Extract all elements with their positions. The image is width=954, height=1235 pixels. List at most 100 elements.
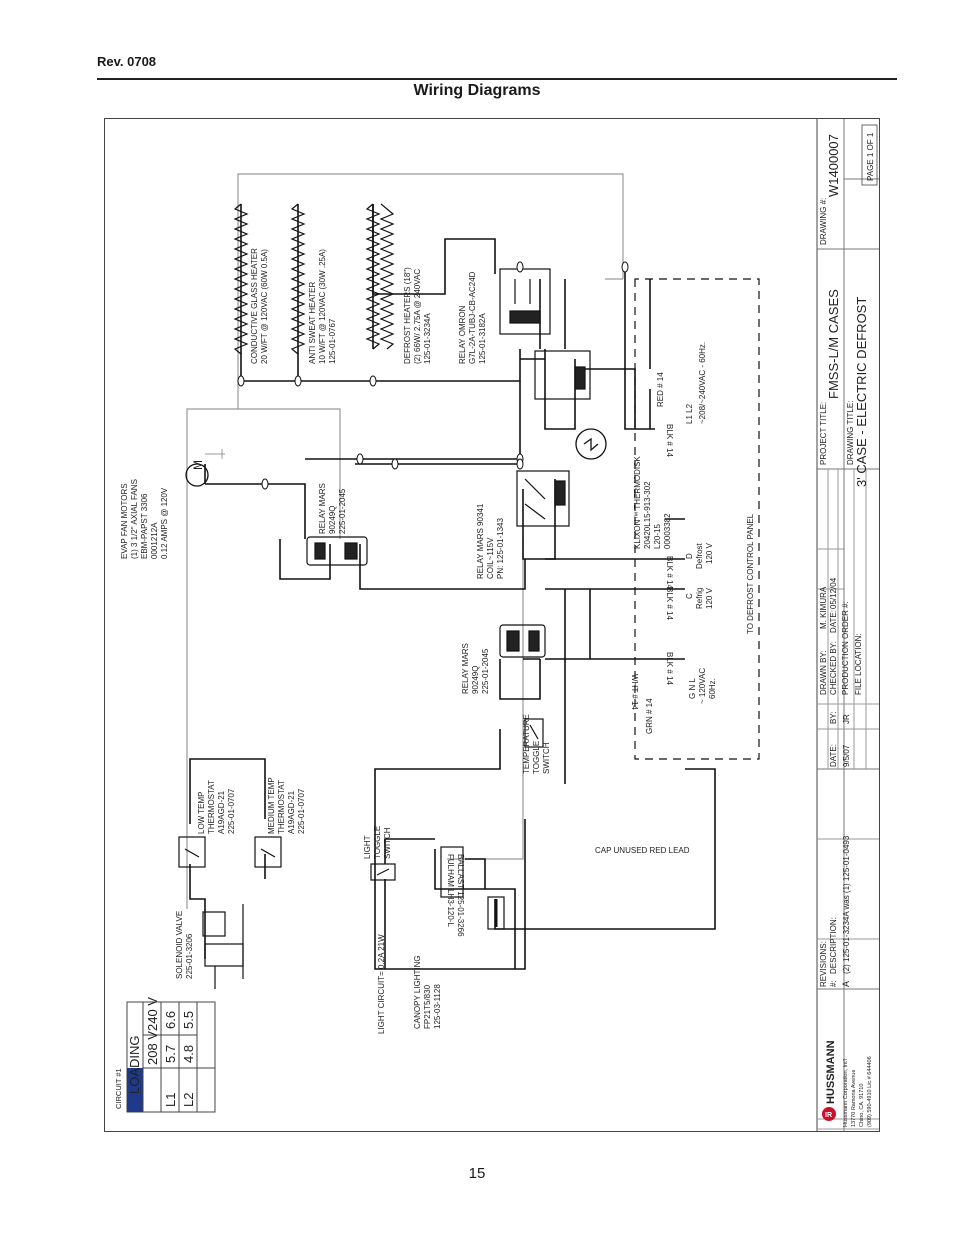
term-gnl-l1: G N L	[688, 678, 697, 699]
term-l1l2-l1: L1 L2	[685, 403, 694, 424]
company-line-2: 13770 Ramona Avenue	[851, 1070, 857, 1127]
klixon-l1: KLIXON™ THERMODISK	[633, 456, 642, 549]
med-temp-l4: 225-01-0707	[297, 788, 306, 834]
low-temp-l4: 225-01-0707	[227, 788, 236, 834]
term-gnl-l3: 60Hz.	[708, 678, 717, 699]
canopy-lamp-symbol	[487, 896, 505, 930]
project-title: FMSS-L/M CASES	[826, 289, 841, 399]
company-line-4: (909) 590-4910 Lic.# 644406	[867, 1056, 873, 1127]
low-temp-l1: LOW TEMP	[197, 791, 206, 834]
conductive-heater-l1: CONDUCTIVE GLASS HEATER	[250, 248, 259, 364]
ballast-l2: BALLAST 125-01-3266	[456, 854, 465, 937]
ground-wiring	[186, 173, 624, 909]
defrost-heaters-l1: DEFROST HEATERS (18")	[403, 267, 412, 364]
klixon-l3: L20-15	[653, 524, 662, 549]
component-labels: CONDUCTIVE GLASS HEATER 20 W/FT @ 120VAC…	[120, 248, 755, 1034]
solenoid-l1: SOLENOID VALVE	[175, 911, 184, 979]
wiring-diagram: DRAWING #: W1400007 PAGE 1 OF 1 PROJECT …	[114, 119, 879, 1131]
loading-table: CIRCUIT #1 LOADING 208 V 240 V L1 5.7 6.…	[114, 997, 216, 1113]
relay-mars-lower-l2: 90249Q	[471, 666, 480, 694]
defrost-heaters-l2: (2) 66W/ 2.75A @ 240VAC	[413, 269, 422, 364]
evap-fan-l2: (1) 3 1/2" AXIAL FANS	[130, 479, 139, 559]
junction-ovals	[237, 261, 629, 490]
term-d-l3: 120 V	[705, 542, 714, 564]
heater-resistors	[233, 203, 395, 355]
anti-sweat-l3: 125-01-0767	[328, 318, 337, 364]
relay-mars-upper-symbol	[306, 536, 368, 566]
ballast-symbol	[440, 846, 464, 898]
blk14-c: BLK # 14	[665, 556, 674, 589]
col-desc: DESCRIPTION:	[829, 917, 838, 974]
term-c-l3: 120 V	[705, 587, 714, 609]
rev-num: A	[841, 981, 851, 987]
klixon-l2: 20420L15-913-302	[643, 481, 652, 549]
evap-fan-l4: 0001212A	[150, 522, 159, 559]
evap-fan-l1: EVAP FAN MOTORS	[120, 483, 129, 559]
drawn-by-label: DRAWN BY:	[819, 650, 828, 695]
term-d-l2: Defrost	[695, 542, 704, 569]
title-block: DRAWING #: W1400007 PAGE 1 OF 1 PROJECT …	[816, 119, 879, 1131]
brand-name: HUSSMANN	[825, 1040, 837, 1104]
relay-mars-90341-symbol	[516, 470, 570, 527]
defrost-heaters-l3: 125-01-3234A	[423, 313, 432, 364]
loading-title: LOADING	[127, 1035, 142, 1094]
motor-m: M	[191, 460, 205, 470]
project-title-label: PROJECT TITLE:	[819, 402, 828, 465]
drawing-frame: DRAWING #: W1400007 PAGE 1 OF 1 PROJECT …	[104, 118, 880, 1132]
light-circuit: LIGHT CIRCUIT= 0.2A 21W	[377, 934, 386, 1034]
term-c-l1: C	[685, 593, 694, 599]
page-number: 15	[468, 1165, 486, 1182]
date-label: DATE:	[829, 610, 838, 633]
relay-omron-l2: G7L-2A-TUBJ-CB-AC24D	[468, 271, 477, 364]
row-l1-208: 5.7	[163, 1045, 178, 1063]
low-temp-l3: A19AGD-21	[217, 790, 226, 834]
relay-90341-l2: COIL~115V	[486, 537, 495, 579]
defrost-panel-boundary	[634, 278, 760, 760]
solenoid-valve-symbol	[202, 904, 244, 989]
row-l2-240: 5.5	[181, 1011, 196, 1029]
ballast-l1: FULHAM LH3-120-L	[446, 854, 455, 927]
rev-by: JR	[842, 714, 851, 724]
solenoid-l2: 225-01-3206	[185, 933, 194, 979]
drawing-num: W1400007	[826, 134, 841, 197]
temp-toggle-l3: SWITCH	[542, 742, 551, 774]
row-l2-208: 4.8	[181, 1045, 196, 1063]
temp-toggle-switch-symbol	[524, 718, 544, 748]
grn14: GRN # 14	[645, 698, 654, 734]
med-temp-l3: A19AGD-21	[287, 790, 296, 834]
term-d-l1: D	[685, 553, 694, 559]
evap-fan-l5: 0.12 AMPS @ 120V	[160, 487, 169, 559]
file-location-label: FILE LOCATION:	[854, 633, 863, 695]
blk14-a: BLK # 14	[665, 652, 674, 685]
medium-temp-thermostat-symbol	[254, 836, 282, 868]
rev-desc: (2) 125-01-3234A was (1) 125-01-0493	[842, 835, 851, 974]
company-line-1: Hussmann Corporation, Int'l	[843, 1059, 849, 1127]
canopy-l2: FP21T5/830	[423, 984, 432, 1029]
page-of: PAGE 1 OF 1	[866, 132, 875, 181]
low-temp-l2: THERMOSTAT	[207, 780, 216, 834]
row-l1-label: L1	[163, 1093, 178, 1107]
wht14: WHT # 14	[630, 674, 639, 710]
hussmann-logo: IR HUSSMANN	[822, 1040, 837, 1121]
relay-omron-l1: RELAY OMRON	[458, 305, 467, 364]
term-l1l2-l2: ~208/~240VAC - 60Hz.	[698, 342, 707, 424]
temp-toggle-l2: TOGGLE	[532, 741, 541, 774]
relay-90341-l1: RELAY MARS 90341	[476, 503, 485, 579]
col-240v: 240 V	[145, 997, 160, 1031]
drawing-title-label: DRAWING TITLE:	[846, 401, 855, 465]
relay-mars-upper-l2: 90249Q	[328, 506, 337, 534]
relay-upper-right-symbol	[534, 350, 591, 400]
relay-mars-lower-l3: 225-01-2045	[481, 648, 490, 694]
revision-label: Rev. 0708	[97, 54, 157, 69]
cap-unused: CAP UNUSED RED LEAD	[595, 846, 690, 855]
rev-date: 9/5/07	[842, 744, 851, 767]
term-c-l2: Refrig	[695, 588, 704, 609]
circuit-label: CIRCUIT #1	[114, 1068, 123, 1109]
light-toggle-switch-symbol	[370, 863, 396, 881]
canopy-l3: 125-03-1128	[433, 984, 442, 1029]
relay-mars-upper-l3: 225-01-2045	[338, 488, 347, 534]
col-date: DATE:	[829, 744, 838, 767]
col-num: #:	[829, 980, 838, 987]
light-toggle-l1: LIGHT	[363, 835, 372, 859]
relay-90341-l3: PN: 125-01-1343	[496, 518, 505, 579]
